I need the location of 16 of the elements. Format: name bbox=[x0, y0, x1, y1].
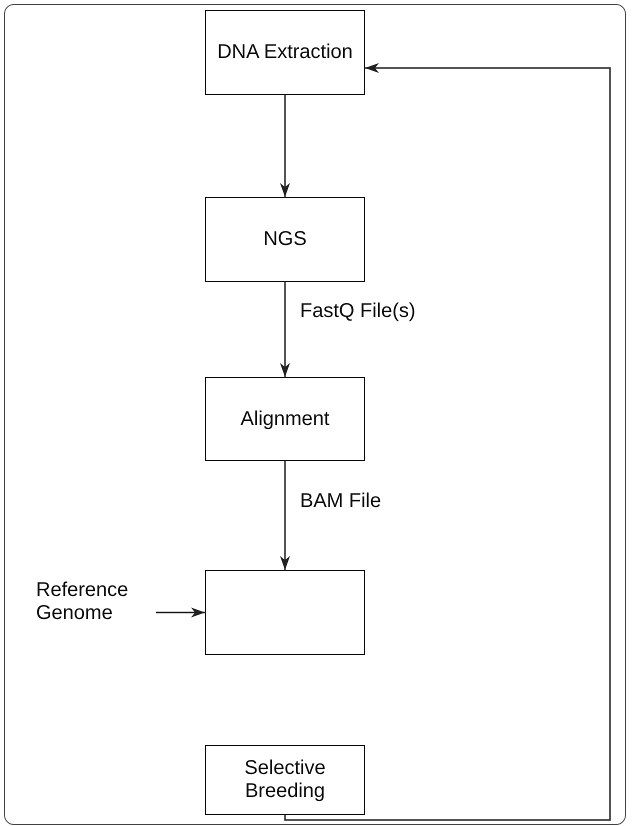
edge-label: FastQ File(s) bbox=[300, 300, 416, 323]
process-box bbox=[205, 377, 365, 461]
arrow bbox=[280, 95, 290, 197]
arrow bbox=[280, 282, 290, 377]
arrow bbox=[280, 461, 290, 570]
box-label: DNA Extraction bbox=[217, 41, 353, 64]
process-box bbox=[205, 745, 365, 815]
box-label: NGS bbox=[263, 228, 307, 251]
arrow bbox=[284, 63, 611, 821]
process-box bbox=[205, 570, 365, 655]
process-box bbox=[205, 10, 365, 95]
input-label: Reference Genome bbox=[36, 579, 130, 625]
box-label: Selective Breeding bbox=[243, 757, 327, 803]
box-label: Alignment bbox=[240, 408, 330, 430]
arrow bbox=[156, 608, 205, 618]
process-box bbox=[205, 197, 365, 282]
